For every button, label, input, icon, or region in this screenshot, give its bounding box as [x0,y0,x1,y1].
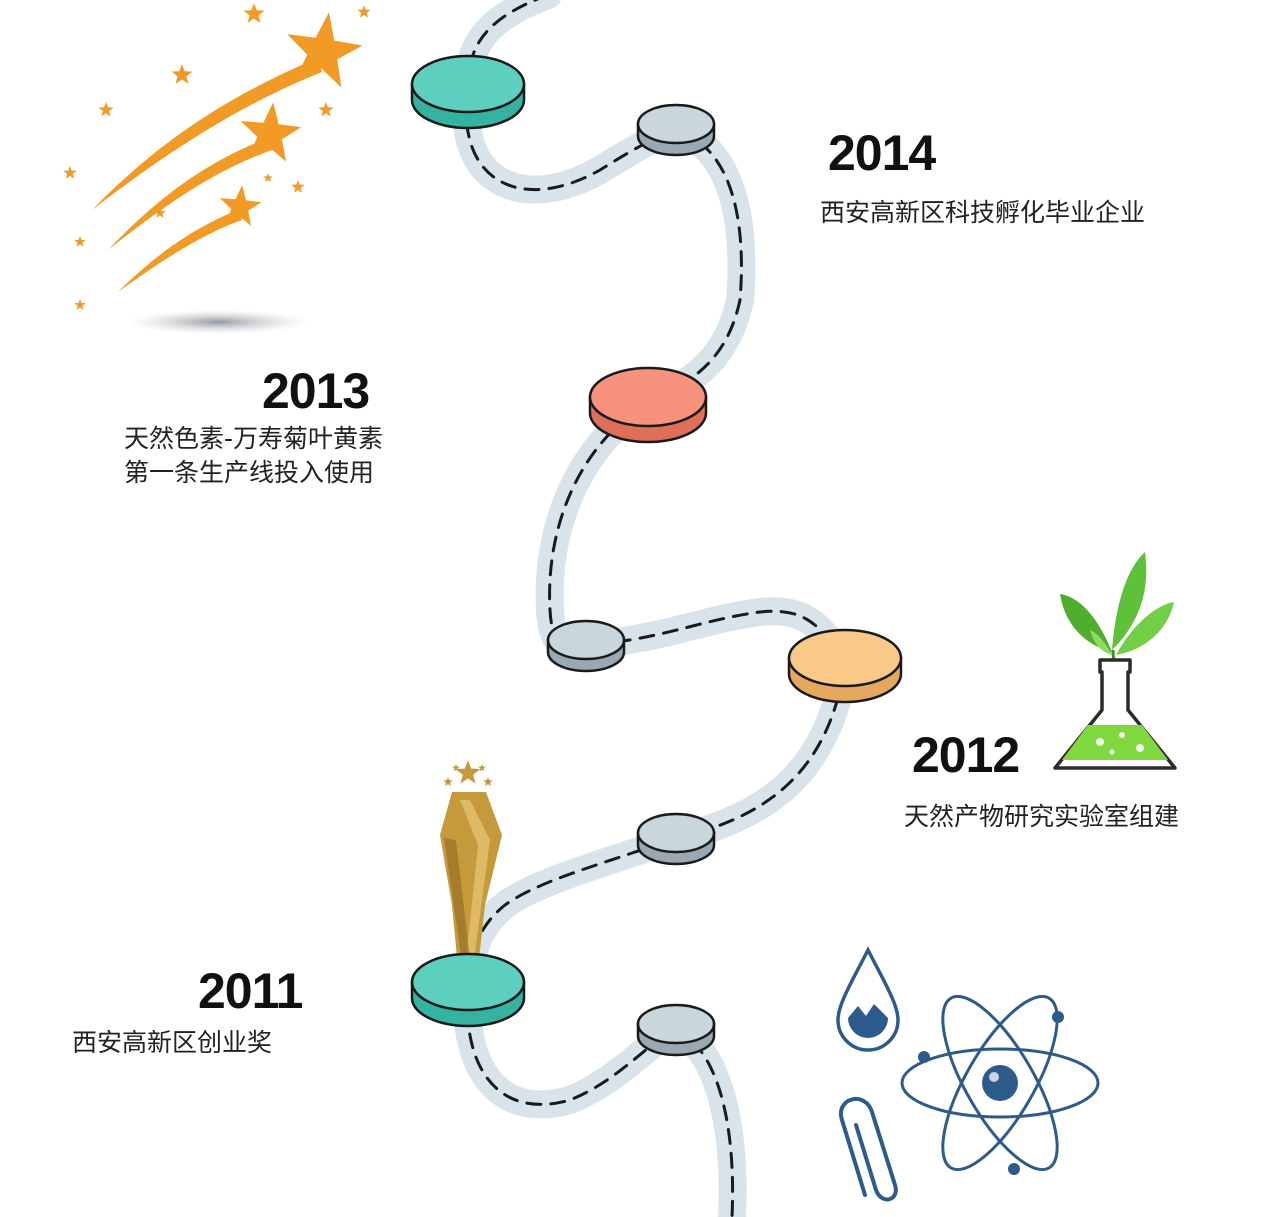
small-star-6 [63,166,77,179]
desc-2013: 天然色素-万寿菊叶黄素 第一条生产线投入使用 [124,422,383,490]
trophy-shade [444,838,470,962]
desc-2012: 天然产物研究实验室组建 [904,800,1179,834]
star-trail-1 [92,58,322,210]
small-star-1 [243,3,265,23]
atom-electron-3 [1008,1163,1020,1175]
node-peach-top [787,628,903,688]
atom-nucleus [982,1065,1018,1101]
flask-bubble-5 [1117,687,1123,693]
node-peach [787,628,903,704]
trophy-small-star-3 [452,764,460,772]
paperclip [838,1097,898,1202]
big-star-3 [219,185,262,226]
timeline-nodes [410,54,903,1057]
node-gray-4-top [636,1003,716,1045]
node-top-teal-top [410,54,526,114]
leaf-1 [1112,552,1147,650]
desc-2013-line-1: 天然色素-万寿菊叶黄素 [124,424,384,453]
node-top-teal [410,54,526,130]
node-bottom-teal [410,952,526,1028]
small-star-3 [171,64,193,84]
road-dashes [465,0,847,1217]
node-salmon [588,366,708,444]
desc-2011: 西安高新区创业奖 [72,1026,272,1060]
desc-2014: 西安高新区科技孵化毕业企业 [820,196,1145,230]
star-trail-3 [118,210,242,292]
atom [900,994,1100,1175]
star-trail-2 [108,138,272,250]
flask-bubble-4 [1109,749,1115,755]
trophy-top-star [455,760,481,784]
trophy-small-star-1 [443,777,453,786]
big-star-1 [287,12,363,88]
small-star-5 [318,102,334,117]
small-star-11 [263,173,273,182]
year-2011: 2011 [198,963,303,1019]
trophy-highlight [460,800,490,960]
leaf-3 [1116,602,1174,655]
node-gray-4 [636,1003,716,1057]
stars-shadow [128,310,308,334]
desc-2013-line-2: 第一条生产线投入使用 [124,458,375,487]
science-icon [836,946,1100,1202]
trophy-small-star-4 [478,764,486,772]
year-2013: 2013 [262,363,370,419]
atom-orbit-1 [900,1047,1100,1119]
node-salmon-top [588,366,708,428]
water-drop-fill [848,1004,888,1038]
leaf-4 [1090,630,1112,655]
small-star-8 [154,207,166,218]
desc-2011-line-1: 西安高新区创业奖 [72,1028,273,1057]
flask-bubble-3 [1136,744,1144,752]
small-star-4 [98,102,114,117]
flask-liquid [1062,725,1168,760]
node-gray-2-top [546,619,626,661]
node-gray-3-top [636,812,716,854]
year-2012: 2012 [912,727,1020,783]
atom-electron-1 [918,1051,930,1063]
small-star-2 [357,5,371,18]
flask-plant-icon [1053,552,1177,770]
desc-2012-line-1: 天然产物研究实验室组建 [904,802,1180,831]
small-star-7 [291,180,305,193]
flask-bubble-1 [1096,738,1104,746]
atom-nucleus-highlight [989,1072,999,1082]
atom-orbit-2 [941,994,1059,1172]
desc-2014-line-1: 西安高新区科技孵化毕业企业 [820,198,1146,227]
atom-electron-2 [1052,1011,1064,1023]
node-bottom-teal-top [410,952,526,1012]
node-gray-1 [636,103,716,157]
flask-bubble-6 [1110,698,1114,702]
timeline-road [452,0,859,1217]
small-star-10 [74,299,86,310]
big-star-2 [240,102,302,162]
shooting-stars-icon [63,3,371,334]
flask-bubble-2 [1119,732,1125,738]
small-star-9 [74,236,86,247]
atom-orbit-3 [941,994,1059,1172]
node-gray-2 [546,619,626,673]
year-2014: 2014 [828,125,936,181]
node-gray-3 [636,812,716,866]
trophy-small-star-2 [483,777,493,786]
node-gray-1-top [636,103,716,145]
